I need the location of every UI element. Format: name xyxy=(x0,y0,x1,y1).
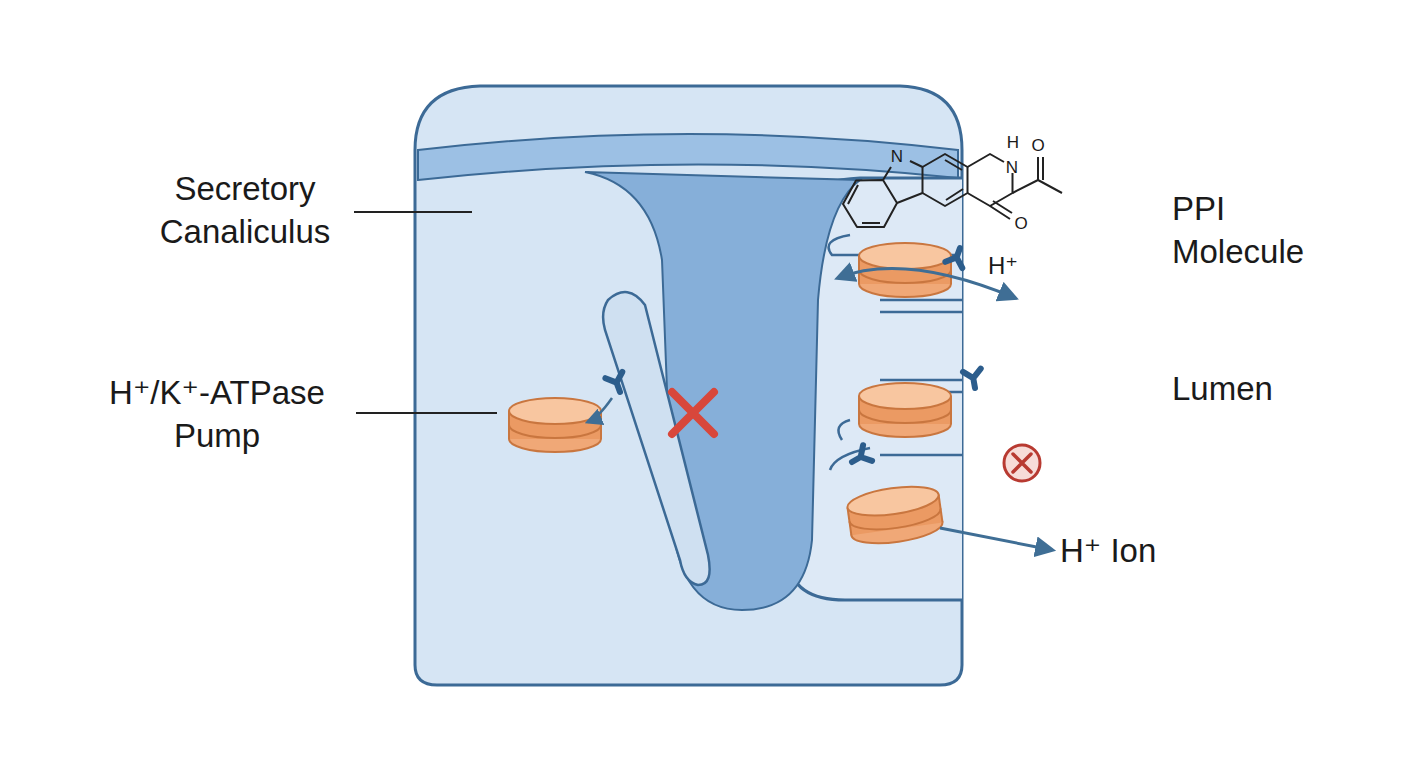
part-label: Secretory Canaliculus xyxy=(138,168,352,254)
atom-label: H xyxy=(1002,133,1024,153)
part-label: H⁺/K⁺-ATPase Pump xyxy=(84,372,350,458)
atom-label: N xyxy=(1001,158,1023,178)
part-label: PPI Molecule xyxy=(1172,188,1350,274)
atom-label: O xyxy=(1010,214,1032,234)
ion-label: H⁺ Ion xyxy=(1060,530,1230,573)
atom-label: O xyxy=(1027,136,1049,156)
atom-label: N xyxy=(886,147,908,167)
region-label: Lumen xyxy=(1172,368,1332,411)
ion-label: H⁺ xyxy=(988,252,1036,281)
